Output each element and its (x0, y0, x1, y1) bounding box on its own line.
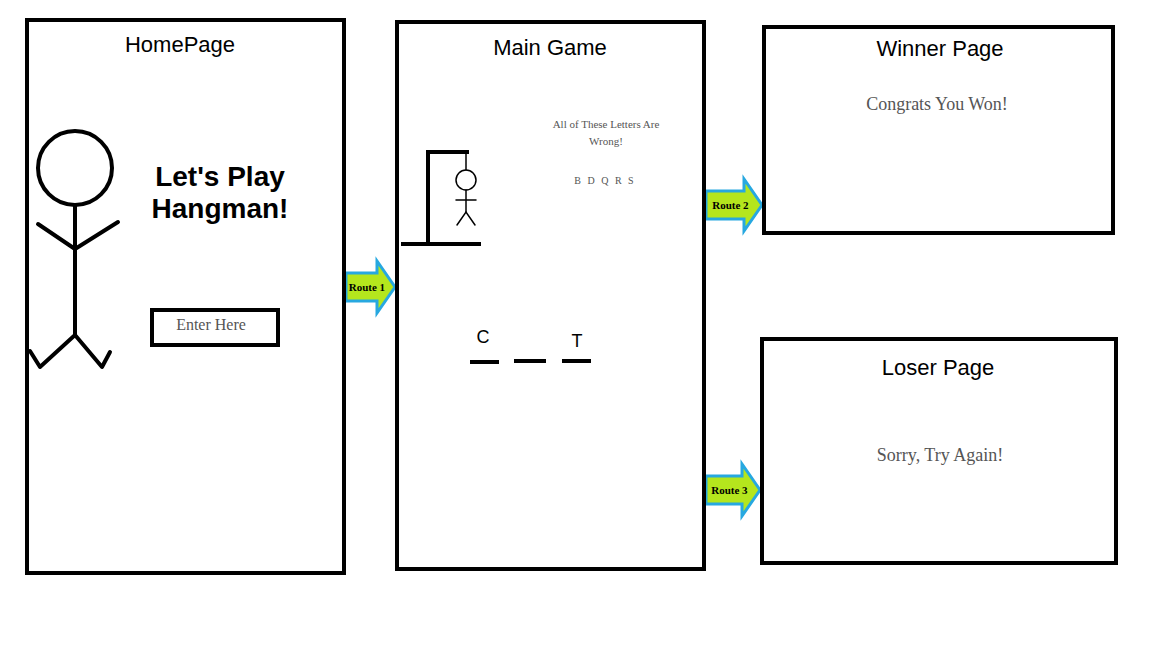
figure-head (38, 131, 112, 205)
route-label: Route 1 (349, 281, 385, 294)
figure-legs (457, 212, 475, 225)
page-box: Main GameAll of These Letters Are Wrong!… (395, 20, 706, 571)
input-placeholder: Enter Here (152, 315, 270, 334)
wrong-letters-note: All of These Letters Are Wrong! (536, 116, 676, 149)
gallows-beam (428, 150, 467, 154)
figure-legs (30, 335, 110, 367)
gallows (403, 152, 479, 244)
guessed-letter: C (471, 327, 495, 349)
hanged-figure (456, 152, 476, 225)
headline: Let's Play Hangman! (115, 161, 325, 225)
page-box: Loser PageSorry, Try Again! (760, 337, 1118, 565)
rope (465, 152, 467, 170)
letter-blank (562, 359, 591, 363)
page-title: Winner Page (820, 36, 1060, 62)
gallows-base (403, 242, 479, 246)
page-title: Loser Page (818, 355, 1058, 381)
figure-body (73, 205, 77, 335)
input-box: Enter Here (150, 308, 280, 347)
letter-blank (470, 360, 499, 364)
route-arrow (346, 261, 395, 313)
figure-head (456, 170, 476, 190)
stick-figure (30, 131, 118, 367)
figure-body (465, 190, 467, 212)
letter-blank (514, 359, 546, 363)
page-title: HomePage (60, 32, 300, 58)
page-title: Main Game (430, 35, 670, 61)
page-box: HomePageLet's Play Hangman! Enter Here (25, 18, 346, 575)
route-arrow (706, 464, 760, 516)
route-label: Route 2 (712, 199, 748, 212)
guessed-letter: T (565, 331, 589, 353)
result-message: Sorry, Try Again! (810, 445, 1070, 467)
result-message: Congrats You Won! (862, 93, 1012, 116)
letter-blanks (470, 361, 591, 362)
figure-arms (38, 222, 118, 249)
page-box: Winner PageCongrats You Won! (762, 25, 1115, 235)
wrong-letters: B D Q R S (545, 175, 665, 187)
route-label: Route 3 (711, 484, 747, 497)
gallows-post (426, 152, 430, 243)
route-arrow (706, 179, 762, 231)
figure-arms (456, 199, 476, 201)
